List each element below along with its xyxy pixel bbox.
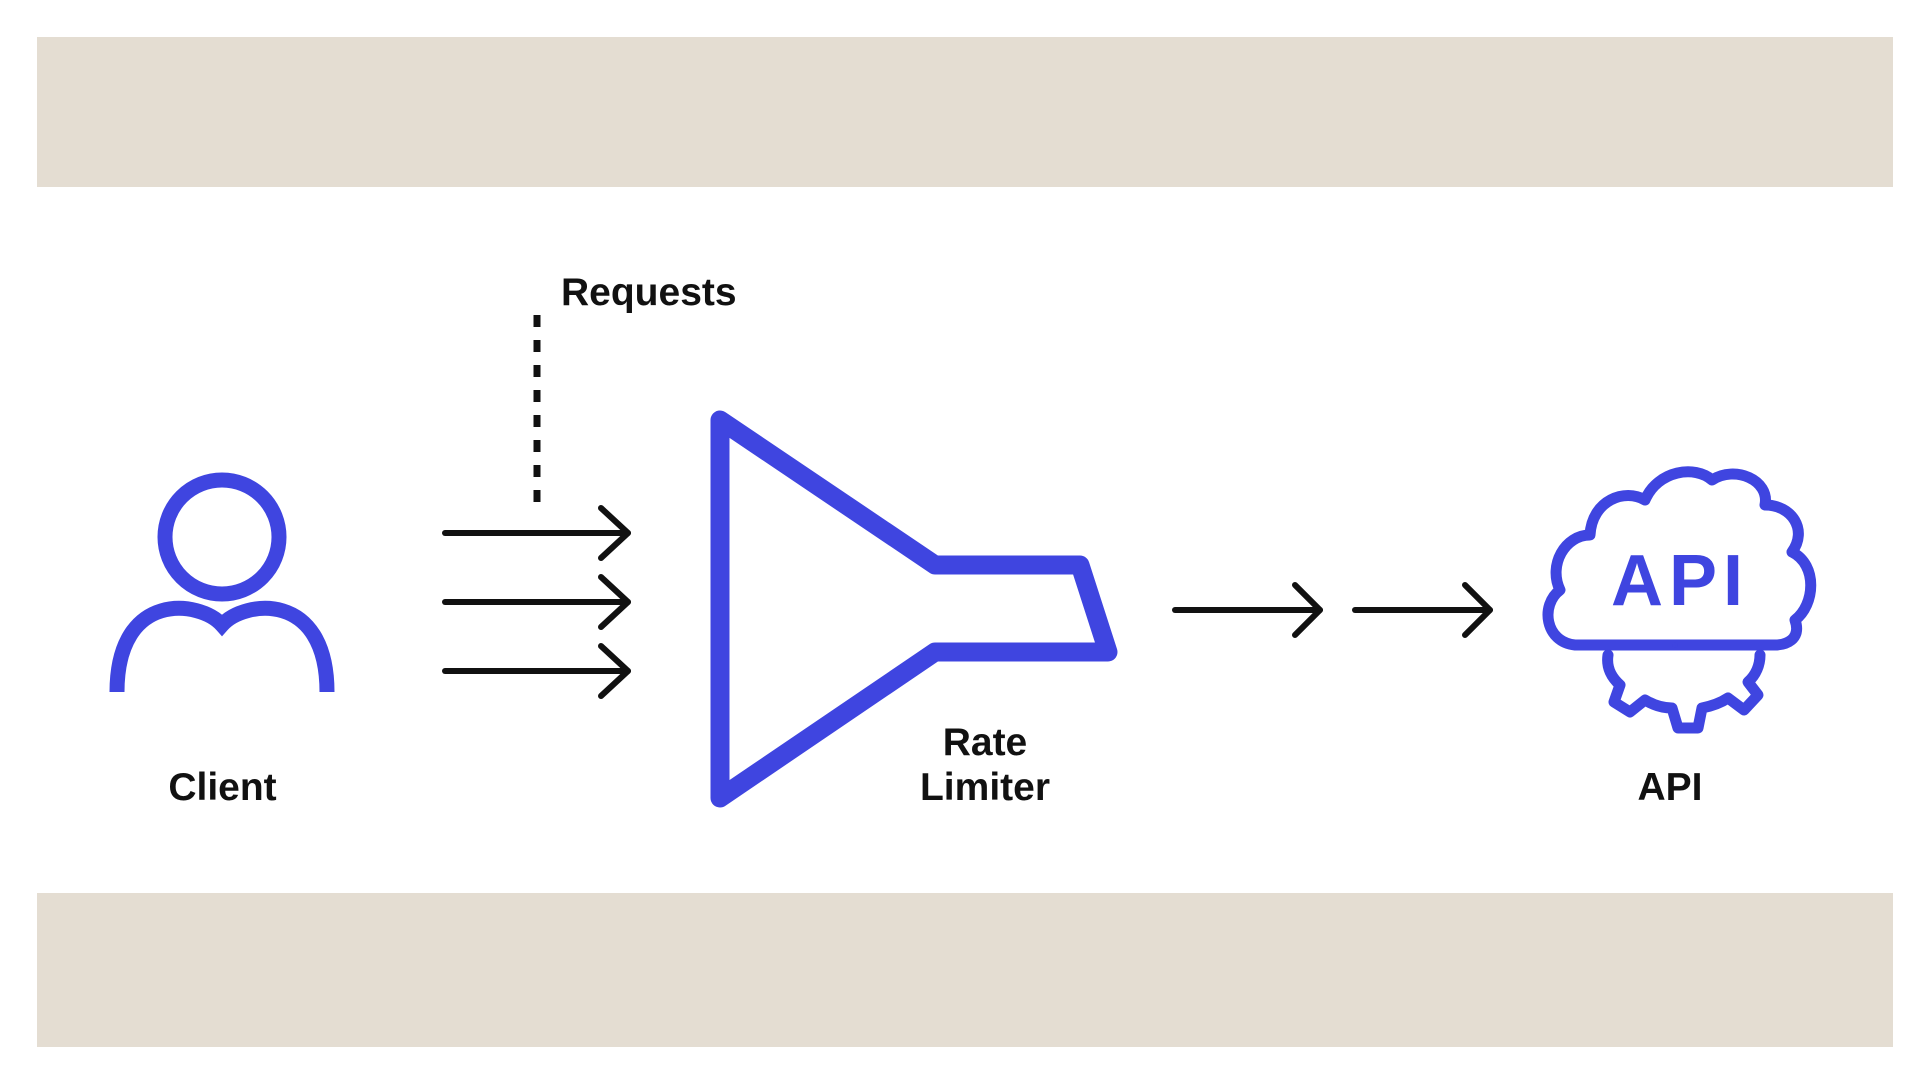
- request-arrow-2: [442, 574, 631, 630]
- request-arrow-3: [442, 643, 631, 699]
- user-icon: [109, 472, 335, 693]
- cloud-outline: [1542, 466, 1817, 651]
- requests-label: Requests: [561, 271, 737, 314]
- request-arrow-1: [442, 505, 631, 561]
- cloud-gear-api-icon: API: [1542, 466, 1817, 734]
- rate-limiter-label-line2: Limiter: [919, 766, 1051, 809]
- rate-limiter-label: Rate Limiter: [905, 720, 1065, 810]
- gear-dot: [1672, 642, 1678, 648]
- incoming-arrows: [442, 505, 631, 699]
- gear-icon: [1602, 649, 1766, 734]
- output-arrow-2: [1352, 582, 1493, 638]
- bottom-band: [37, 893, 1893, 1047]
- client-label: Client: [168, 766, 277, 809]
- api-label: API: [1637, 766, 1703, 809]
- funnel-icon: [710, 410, 1118, 808]
- rate-limiter-label-line1: Rate: [942, 721, 1028, 764]
- outgoing-arrows: [1172, 582, 1493, 638]
- api-icon-text: API: [1611, 541, 1749, 621]
- top-band: [37, 37, 1893, 187]
- output-arrow-1: [1172, 582, 1323, 638]
